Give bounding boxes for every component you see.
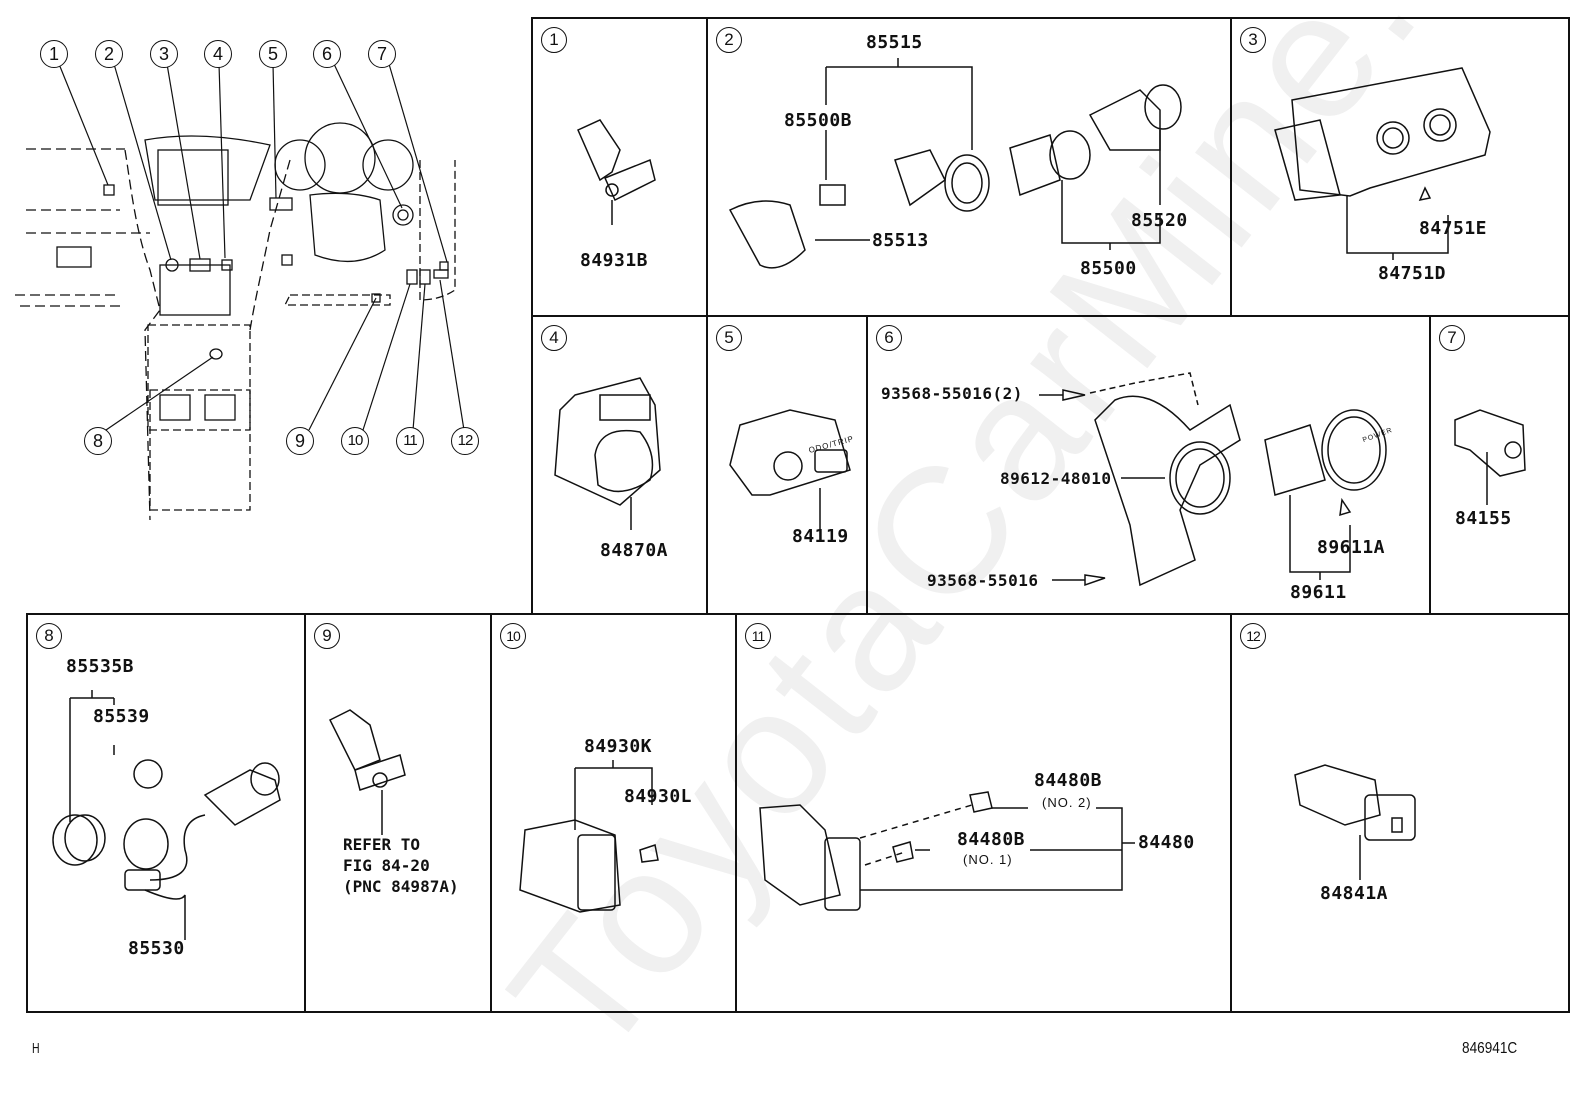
panel-number: 5 (716, 325, 742, 351)
part-number-84841A[interactable]: 84841A (1320, 883, 1389, 904)
overview-callout-8[interactable]: 8 (84, 427, 112, 455)
panel-number: 2 (716, 27, 742, 53)
panel-number: 8 (36, 623, 62, 649)
overview-callout-6[interactable]: 6 (313, 40, 341, 68)
part-sub-no1: (NO. 1) (963, 852, 1013, 867)
overview-callout-5[interactable]: 5 (259, 40, 287, 68)
dashboard-overview-sketch (15, 122, 456, 521)
overview-leaders (58, 63, 465, 431)
part-sub-no2: (NO. 2) (1042, 795, 1092, 810)
overview-callout-7[interactable]: 7 (368, 40, 396, 68)
panel-number: 12 (1240, 623, 1266, 649)
overview-callout-3[interactable]: 3 (150, 40, 178, 68)
part-number-84751E[interactable]: 84751E (1419, 218, 1488, 239)
part-number-84930L[interactable]: 84930L (624, 786, 693, 807)
panel-1: 1 (531, 17, 708, 317)
panel-4: 4 (531, 315, 708, 615)
panel-number: 3 (1240, 27, 1266, 53)
part-number-84930K[interactable]: 84930K (584, 736, 653, 757)
part-number-84480[interactable]: 84480 (1138, 832, 1195, 853)
panel-number: 9 (314, 623, 340, 649)
panel-6: 6 (866, 315, 1431, 615)
overview-callout-9[interactable]: 9 (286, 427, 314, 455)
panel-9: 9 (304, 613, 492, 1013)
overview-callout-1[interactable]: 1 (40, 40, 68, 68)
part-number-93568-55016-2[interactable]: 93568-55016(2) (881, 384, 1023, 403)
panel-7: 7 (1429, 315, 1570, 615)
panel-12: 12 (1230, 613, 1570, 1013)
overview-callout-4[interactable]: 4 (204, 40, 232, 68)
panel-number: 6 (876, 325, 902, 351)
overview-callout-10[interactable]: 10 (341, 427, 369, 455)
panel-2: 2 (706, 17, 1232, 317)
panel-number: 10 (500, 623, 526, 649)
panel-10: 10 (490, 613, 737, 1013)
part-number-85520[interactable]: 85520 (1131, 210, 1188, 231)
overview-callout-12[interactable]: 12 (451, 427, 479, 455)
overview-callout-11[interactable]: 11 (396, 427, 424, 455)
part-number-85515[interactable]: 85515 (866, 32, 923, 53)
part-number-89611[interactable]: 89611 (1290, 582, 1347, 603)
illustration-code: 846941C (1462, 1040, 1518, 1057)
part-number-84480B-no1[interactable]: 84480B (957, 829, 1026, 850)
part-number-84480B-no2[interactable]: 84480B (1034, 770, 1103, 791)
part-number-85539[interactable]: 85539 (93, 706, 150, 727)
part-number-85513[interactable]: 85513 (872, 230, 929, 251)
panel-number: 11 (745, 623, 771, 649)
part-number-84155[interactable]: 84155 (1455, 508, 1512, 529)
part-number-85500B[interactable]: 85500B (784, 110, 853, 131)
part-number-89612-48010[interactable]: 89612-48010 (1000, 469, 1112, 488)
part-number-89611A[interactable]: 89611A (1317, 537, 1386, 558)
panel-11: 11 (735, 613, 1232, 1013)
panel-number: 1 (541, 27, 567, 53)
panel-number: 4 (541, 325, 567, 351)
part-number-85530[interactable]: 85530 (128, 938, 185, 959)
part-number-85500[interactable]: 85500 (1080, 258, 1137, 279)
overview-callout-2[interactable]: 2 (95, 40, 123, 68)
page-marker: H (32, 1040, 40, 1057)
panel-5: 5 (706, 315, 868, 615)
part-number-84751D[interactable]: 84751D (1378, 263, 1447, 284)
part-number-84119[interactable]: 84119 (792, 526, 849, 547)
refer-to-fig-note[interactable]: REFER TO FIG 84-20 (PNC 84987A) (343, 835, 459, 896)
part-number-85535B[interactable]: 85535B (66, 656, 135, 677)
part-number-84931B[interactable]: 84931B (580, 250, 649, 271)
part-number-93568-55016[interactable]: 93568-55016 (927, 571, 1039, 590)
part-number-84870A[interactable]: 84870A (600, 540, 669, 561)
panel-number: 7 (1439, 325, 1465, 351)
